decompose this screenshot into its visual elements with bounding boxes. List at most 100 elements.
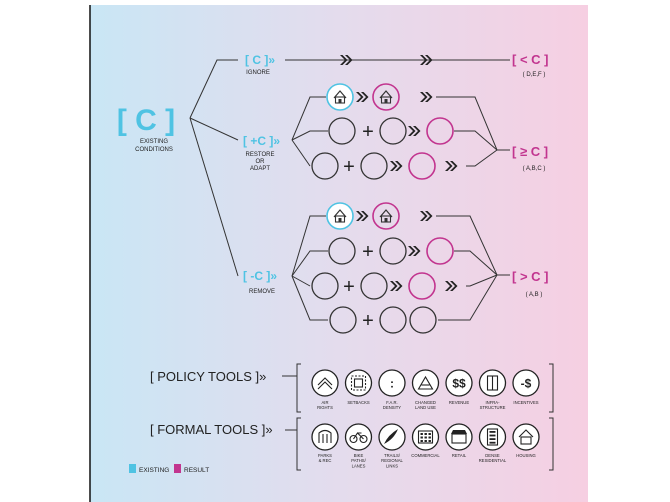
svg-text:DENSITY: DENSITY	[383, 405, 401, 410]
restore-fork-2	[291, 130, 328, 141]
branch-line-restore	[189, 117, 239, 141]
svg-text:LANES: LANES	[352, 463, 366, 468]
svg-text:INFRA-: INFRA-	[486, 400, 501, 405]
node-circle	[379, 306, 407, 334]
restore-merge-3	[466, 149, 498, 167]
node-circle	[379, 237, 407, 265]
remove-merge-4	[438, 274, 498, 321]
plus-sign: +	[343, 156, 355, 178]
formal-bracket-left	[296, 417, 301, 471]
plus-sign: +	[362, 310, 374, 332]
svg-text:PARKS: PARKS	[318, 453, 332, 458]
svg-text::: :	[390, 377, 394, 391]
svg-text:RETAIL: RETAIL	[452, 453, 467, 458]
svg-text:HOUSING: HOUSING	[516, 453, 536, 458]
land-use-icon	[411, 369, 440, 397]
svg-text:AIR: AIR	[322, 400, 329, 405]
svg-text:$$: $$	[452, 377, 466, 391]
svg-text:BIKE: BIKE	[354, 453, 364, 458]
formal-tools-title: [ FORMAL TOOLS ]»	[150, 422, 273, 437]
far-density-icon: :	[378, 369, 406, 397]
tool-label: HOUSING	[516, 453, 536, 458]
dense-residential-icon	[478, 423, 507, 451]
bike-icon	[344, 423, 373, 451]
revenue-icon: $$	[445, 369, 473, 397]
result-circle	[426, 237, 454, 265]
branch-line-remove	[189, 117, 239, 277]
svg-text:TRAILS/: TRAILS/	[384, 453, 401, 458]
tool-label: RETAIL	[452, 453, 467, 458]
svg-text:RESIDENTIAL: RESIDENTIAL	[479, 458, 507, 463]
svg-text:F.A.R.: F.A.R.	[386, 400, 397, 405]
svg-text:COMMERCIAL: COMMERCIAL	[411, 453, 440, 458]
remove-fork-4	[291, 275, 328, 321]
outcome-gte-symbol: [ ≥ C ]	[512, 144, 548, 159]
tool-label: F.A.R.DENSITY	[383, 400, 401, 410]
parks-icon	[311, 423, 339, 451]
svg-text:DENSE: DENSE	[485, 453, 500, 458]
tool-label: SETBACKS	[347, 400, 370, 405]
remove-label: REMOVE	[249, 289, 275, 295]
remove-fork-1	[291, 215, 326, 277]
restore-label-line2: OR	[256, 159, 266, 165]
result-house-circle	[372, 83, 400, 111]
tool-label: INCENTIVES	[513, 400, 538, 405]
air-rights-icon	[311, 369, 339, 397]
plus-sign: +	[362, 121, 374, 143]
restore-fork-1	[291, 96, 326, 141]
svg-text:& REC: & REC	[319, 458, 332, 463]
node-circle	[328, 117, 356, 145]
incentives-icon: -$	[512, 369, 540, 397]
svg-text:REGIONAL: REGIONAL	[381, 458, 403, 463]
svg-text:LAND USE: LAND USE	[415, 405, 436, 410]
restore-label-line1: RESTORE	[246, 152, 275, 158]
outcome-less-label: ( D,E,F )	[523, 72, 546, 78]
infrastructure-icon	[478, 369, 507, 397]
node-circle	[379, 117, 407, 145]
node-circle	[360, 272, 388, 300]
trails-icon	[378, 423, 406, 451]
outcome-greater-symbol: [ > C ]	[512, 269, 548, 284]
ignore-label: IGNORE	[246, 70, 270, 76]
svg-text:STRUCTURE: STRUCTURE	[480, 405, 506, 410]
svg-text:CHANGED: CHANGED	[415, 400, 436, 405]
restore-symbol: [ +C ]»	[243, 134, 280, 148]
tool-label: COMMERCIAL	[411, 453, 440, 458]
legend-existing-label: EXISTING	[139, 467, 169, 474]
outcome-less-symbol: [ < C ]	[512, 52, 548, 67]
node-circle	[311, 152, 339, 180]
svg-text:PATHS/: PATHS/	[351, 458, 366, 463]
svg-text:LINKS: LINKS	[386, 463, 398, 468]
restore-fork-3	[291, 139, 311, 167]
legend-existing-swatch	[129, 464, 136, 473]
restore-merge-2	[454, 130, 498, 151]
setbacks-icon	[344, 369, 373, 397]
svg-text:INCENTIVES: INCENTIVES	[513, 400, 538, 405]
svg-text:-$: -$	[521, 377, 532, 391]
plus-sign: +	[343, 276, 355, 298]
remove-symbol: [ -C ]»	[243, 269, 277, 283]
restore-merge-1	[436, 96, 510, 151]
tool-label: PARKS& REC	[318, 453, 332, 463]
remove-merge-2	[454, 250, 498, 276]
legend-result-label: RESULT	[184, 467, 209, 474]
commercial-icon	[411, 423, 440, 451]
svg-text:RIGHTS: RIGHTS	[317, 405, 333, 410]
node-circle	[360, 152, 388, 180]
formal-bracket-right	[549, 417, 554, 471]
branch-line-ignore	[189, 59, 238, 119]
outcome-greater-label: ( A,B )	[526, 292, 543, 298]
retail-icon	[445, 423, 473, 451]
existing-conditions-symbol: [ C ]	[117, 104, 175, 137]
restore-label-line3: ADAPT	[250, 166, 270, 172]
result-circle	[408, 152, 436, 180]
remove-fork-2	[291, 250, 328, 277]
result-circle	[426, 117, 454, 145]
